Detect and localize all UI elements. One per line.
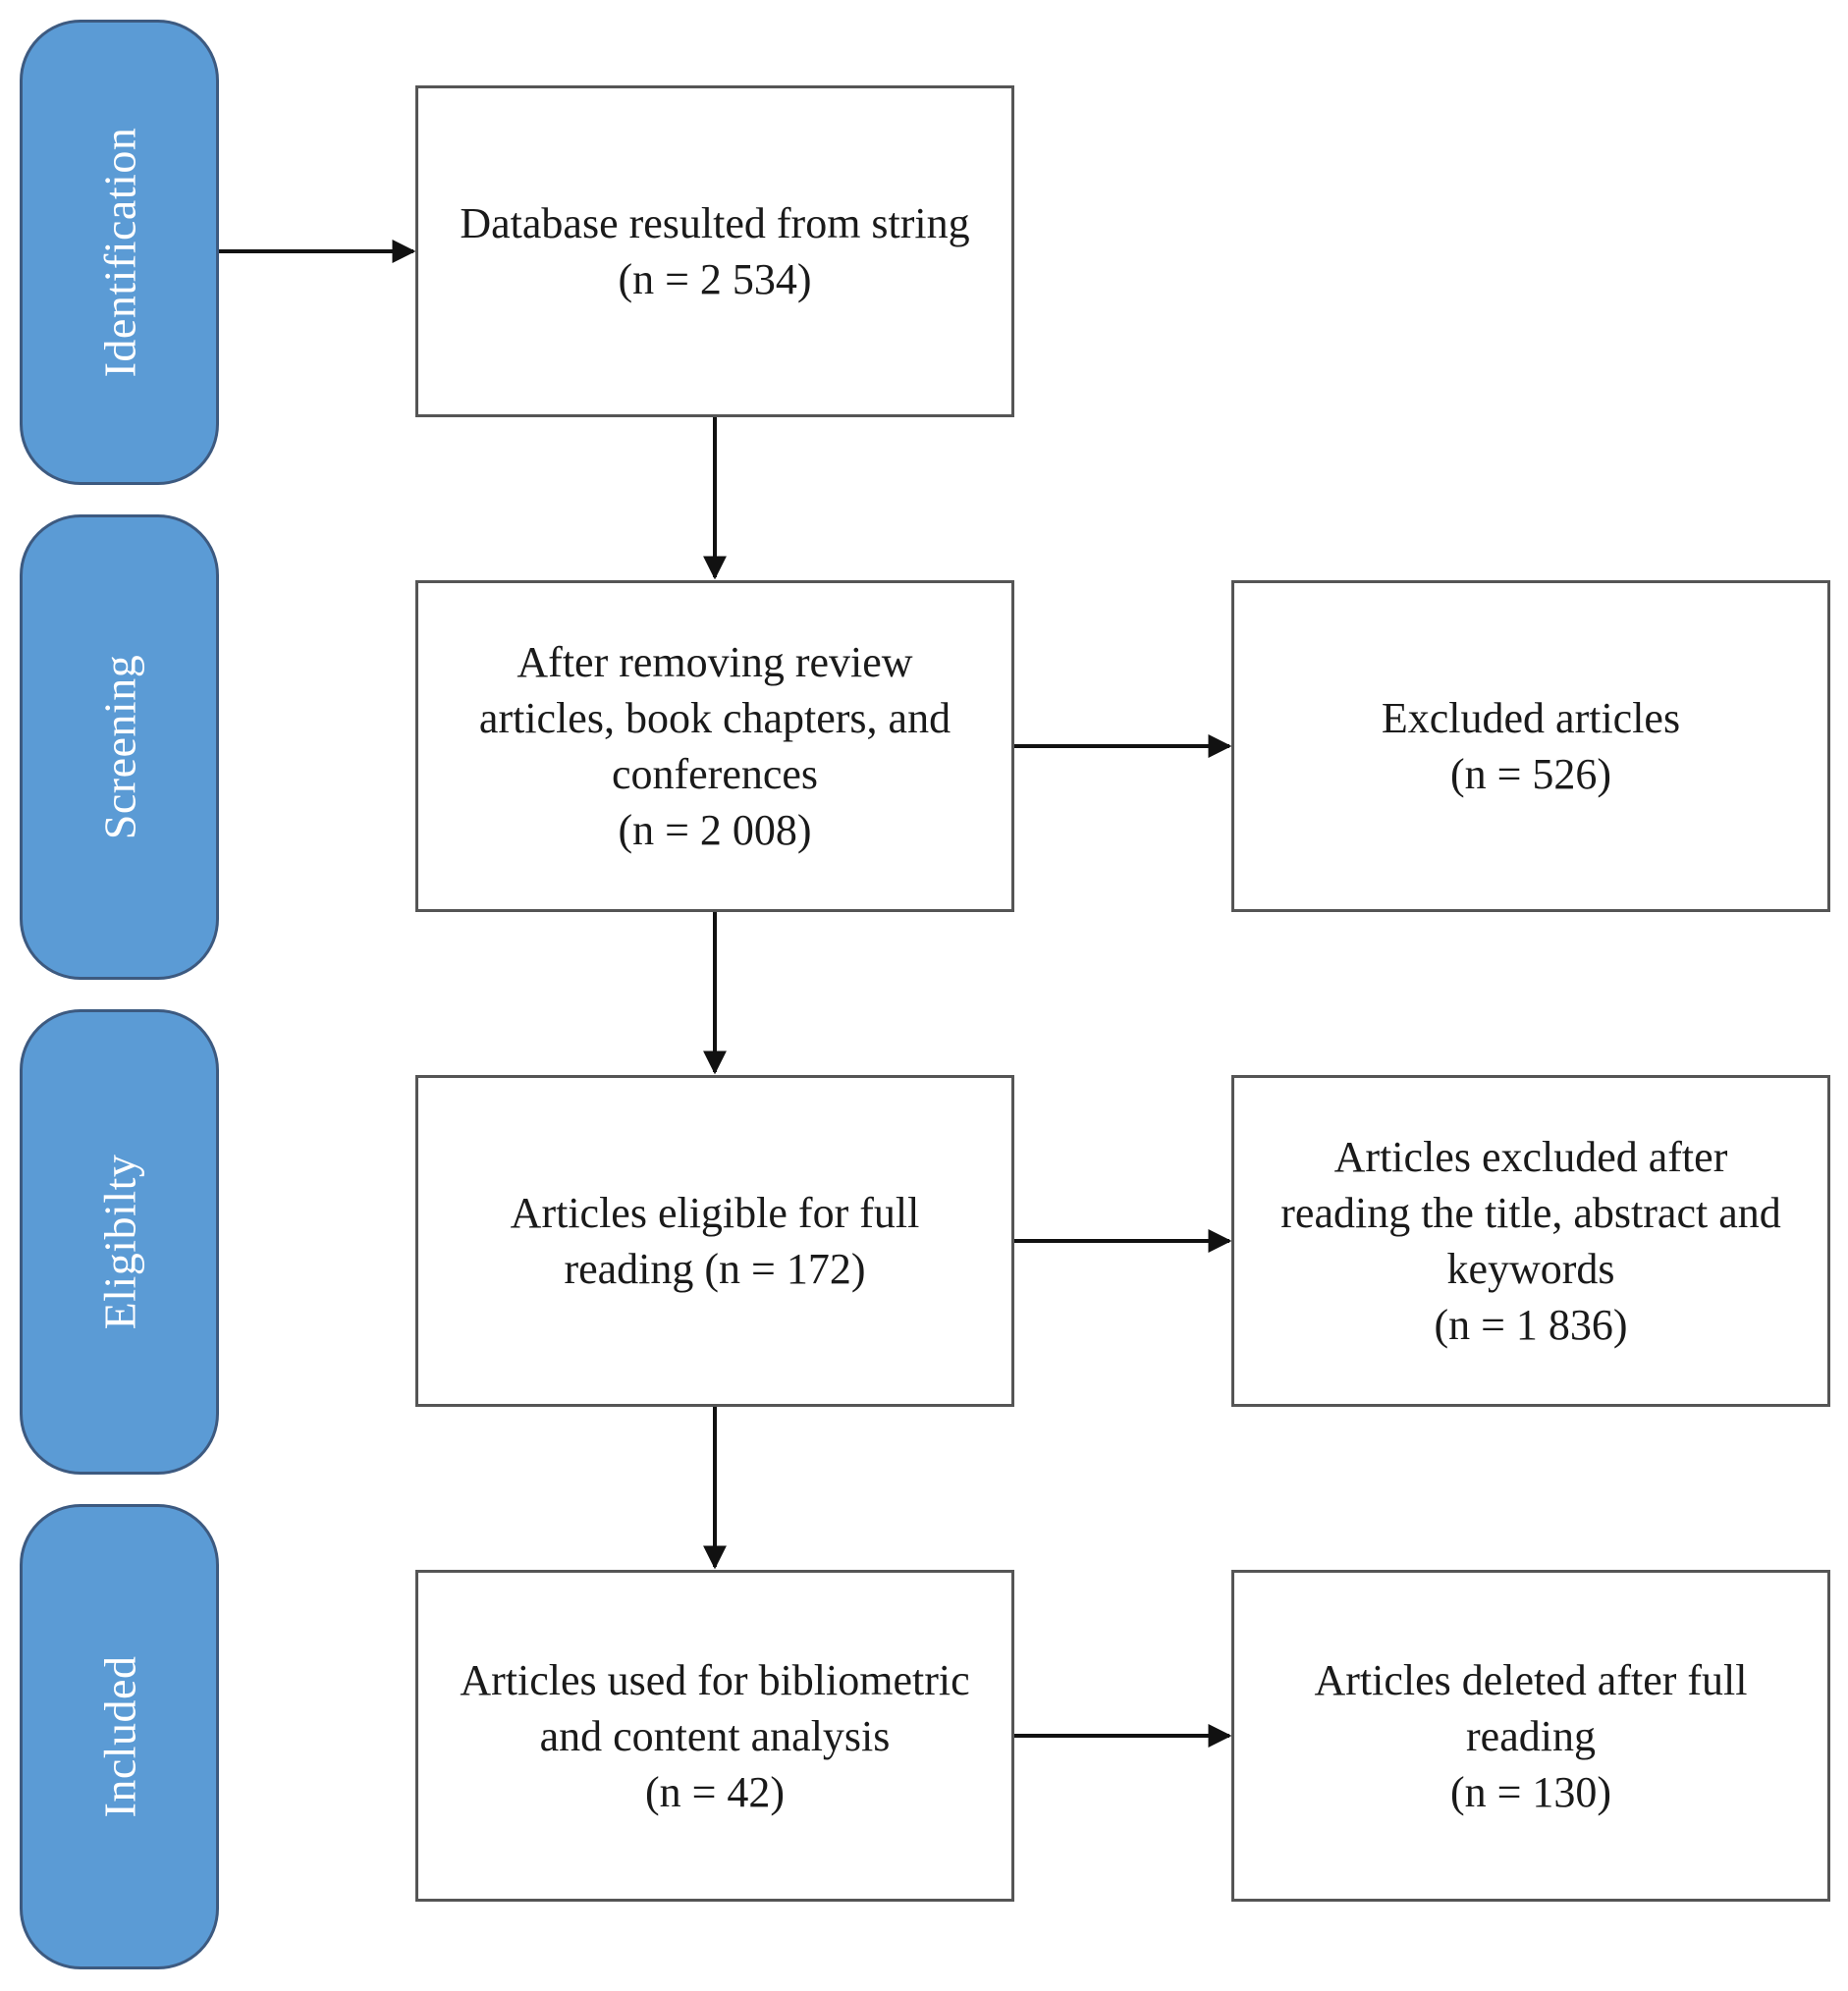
stage-identification: Identification [20,20,219,485]
box-text-line: conferences [611,750,819,798]
box-count: (n = 1 836) [1434,1301,1628,1349]
box-after-removing: After removing review articles, book cha… [415,580,1014,912]
box-count: (n = 42) [644,1767,786,1816]
box-database-results: Database resulted from string (n = 2 534… [415,85,1014,417]
box-text-line: Articles eligible for full [510,1189,920,1237]
box-text-line: articles, book chapters, and [478,694,951,742]
box-text-line: Articles excluded after [1333,1133,1728,1181]
box-count: (n = 526) [1449,750,1612,798]
box-excluded-after-reading: Articles excluded after reading the titl… [1231,1075,1830,1407]
stage-screening: Screening [20,514,219,980]
box-count: (n = 2 008) [618,806,812,854]
box-text-line: keywords [1446,1245,1615,1293]
box-text-line: reading (n = 172) [564,1245,866,1293]
box-text-line: Articles used for bibliometric [460,1655,970,1704]
stage-included: Included [20,1504,219,1969]
box-text-line: Articles deleted after full [1314,1655,1748,1704]
box-deleted-after-reading: Articles deleted after full reading (n =… [1231,1570,1830,1902]
box-text-line: reading the title, abstract and [1280,1189,1781,1237]
box-text-line: reading [1466,1711,1596,1760]
box-articles-used: Articles used for bibliometric and conte… [415,1570,1014,1902]
box-excluded-articles: Excluded articles (n = 526) [1231,580,1830,912]
box-count: (n = 2 534) [618,255,812,303]
box-text-line: After removing review [516,638,913,686]
box-text-line: and content analysis [539,1711,891,1760]
box-count: (n = 130) [1449,1767,1612,1816]
box-eligible-full-reading: Articles eligible for full reading (n = … [415,1075,1014,1407]
stage-eligibility: Eligibilty [20,1009,219,1475]
box-text-line: Database resulted from string [460,199,970,247]
box-text-line: Excluded articles [1381,694,1681,742]
